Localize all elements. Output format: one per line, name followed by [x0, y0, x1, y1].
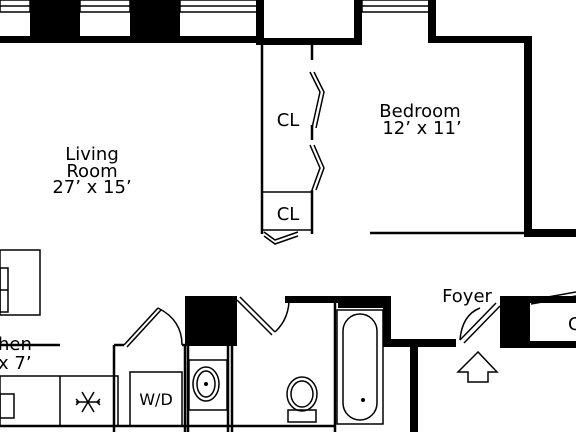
washer-dryer-label: W/D: [139, 390, 173, 409]
lower-doors: [123, 295, 290, 348]
closet-label-right: C: [568, 314, 576, 335]
room-labels: Living Room 27’ x 15’ Bedroom 12’ x 11’ …: [0, 101, 576, 409]
kitchen-name: hen: [0, 334, 32, 355]
foyer-name: Foyer: [442, 286, 492, 307]
living-room-size: 27’ x 15’: [52, 177, 131, 198]
entry-arrow-icon: [456, 350, 499, 383]
living-room-name-line1: Living: [65, 144, 119, 165]
closet-label-lower: CL: [277, 204, 300, 225]
bedroom-size: 12’ x 11’: [382, 118, 461, 139]
sink-icon: [188, 359, 228, 411]
bedroom-walls: [256, 0, 576, 237]
closet-label-upper: CL: [277, 110, 300, 131]
living-room-name-line2: Room: [66, 161, 117, 182]
bedroom-name: Bedroom: [379, 101, 460, 122]
snowflake-icon: [75, 391, 101, 413]
kitchen-counter: [0, 249, 183, 427]
top-wall: [0, 0, 264, 45]
closet-doors: [263, 71, 325, 245]
foyer-walls: [418, 291, 576, 348]
bath-walls: [0, 296, 418, 432]
kitchen-size: x 7’: [0, 353, 32, 374]
toilet-icon: [286, 376, 318, 423]
bathtub-icon: [336, 309, 384, 425]
